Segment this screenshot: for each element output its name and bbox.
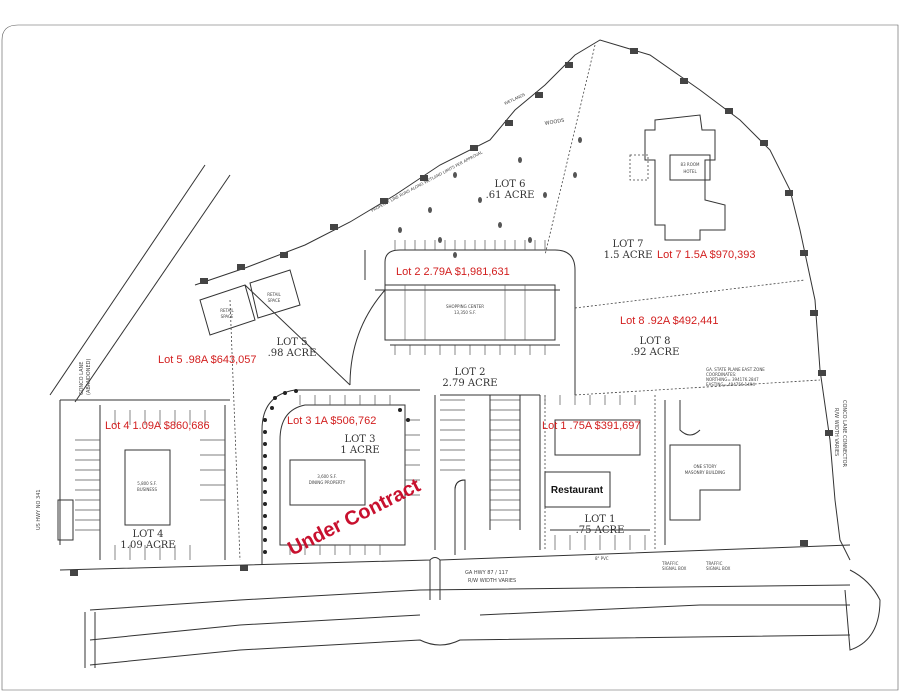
traffic-signal-b-label-2: SIGNAL BOX <box>706 566 731 571</box>
lot1-site: Restaurant <box>544 395 650 550</box>
masonry-building: ONE STORY MASONRY BUILDING <box>664 400 741 545</box>
lot5-acre: .98 ACRE <box>268 348 317 359</box>
lot1-price-label: Lot 1 .75A $391,697 <box>542 420 640 432</box>
hotel-building: 83 ROOM HOTEL <box>629 114 726 241</box>
traffic-signal-label-2: SIGNAL BOX <box>662 566 687 571</box>
tree-symbols <box>70 48 833 576</box>
lot4-price-label: Lot 4 1.09A $860,686 <box>105 420 210 432</box>
traffic-signal-b-label-1: TRAFFIC <box>705 561 723 566</box>
lot3-acre: 1 ACRE <box>340 445 379 456</box>
lot4-site: 5,800 S.F. BUSINESS <box>57 405 226 560</box>
retail-buildings: RETAIL SPACE RETAIL SPACE <box>199 269 351 386</box>
woods-label: WOODS <box>544 118 565 127</box>
masonry-label-2: MASONRY BUILDING <box>685 470 726 475</box>
pvc-label: 8" PVC <box>595 556 609 561</box>
conco-lane-label: CONCO LANE <box>79 362 85 395</box>
lot1-label: LOT 1 <box>584 514 615 525</box>
shopping-label-1: SHOPPING CENTER <box>446 304 484 309</box>
lot4-acre: 1.09 ACRE <box>120 540 175 551</box>
rw-width-label: R/W WIDTH VARIES <box>468 578 516 584</box>
trees-lot6 <box>398 137 582 258</box>
retail2-label-2: SPACE <box>268 298 281 303</box>
state-plane-1: GA. STATE PLANE EAST ZONE <box>706 367 765 372</box>
lot5-price-label: Lot 5 .98A $643,057 <box>158 354 256 366</box>
connector-rw-label: R/W WIDTH VARIES <box>833 408 839 456</box>
highway <box>59 479 881 668</box>
lot3-bldg-label-1: 3,600 S.F. <box>317 474 337 479</box>
lot5-label: LOT 5 <box>276 337 307 348</box>
lot6-acre: .61 ACRE <box>486 190 535 201</box>
state-plane-4: EASTING= 494756.1494 <box>706 382 755 387</box>
lot3-landscape-dots <box>263 389 410 554</box>
traffic-signal-label-1: TRAFFIC <box>661 561 679 566</box>
hotel-label-1: 83 ROOM <box>681 162 700 167</box>
lot2-acre: 2.79 ACRE <box>442 378 497 389</box>
restaurant-label: Restaurant <box>551 485 604 496</box>
state-plane-2: COORDINATES: <box>706 372 736 377</box>
lot7-label: LOT 7 <box>612 239 643 250</box>
lot6-label: LOT 6 <box>494 179 525 190</box>
lot3-price-label: Lot 3 1A $506,762 <box>287 415 376 427</box>
lot4-label: LOT 4 <box>132 529 163 540</box>
lot8-price-label: Lot 8 .92A $492,441 <box>620 315 718 327</box>
lot4-bldg-label-2: BUSINESS <box>137 487 157 492</box>
conco-lane-abandoned-label: (ABANDONED) <box>86 359 92 395</box>
retail1-label-2: SPACE <box>221 314 234 319</box>
property-boundary <box>59 39 851 561</box>
hotel-label-2: HOTEL <box>683 169 697 174</box>
lot2-label: LOT 2 <box>454 367 485 378</box>
retail1-label-1: RETAIL <box>220 308 234 313</box>
property-line-note: PROPERTY LINE RUNS ALONG WETLAND LIMITS … <box>370 149 484 213</box>
masonry-label-1: ONE STORY <box>693 464 717 469</box>
lot4-bldg-label-1: 5,800 S.F. <box>137 481 157 486</box>
sheet-border <box>1 24 899 691</box>
state-plane-3: NORTHING= 394176.2847 <box>706 377 759 382</box>
central-parking <box>434 394 541 550</box>
retail2-label-1: RETAIL <box>267 292 281 297</box>
shopping-center: SHOPPING CENTER 13,350 S.F. <box>349 240 576 395</box>
lot3-bldg-label-2: DINING PROPERTY <box>309 480 346 485</box>
conco-lane-abandoned <box>49 164 231 403</box>
lot3-label: LOT 3 <box>344 434 375 445</box>
lot8-label: LOT 8 <box>639 336 670 347</box>
lot2-price-label: Lot 2 2.79A $1,981,631 <box>396 266 510 278</box>
lot7-price-label: Lot 7 1.5A $970,393 <box>657 249 755 261</box>
us-hwy-label: US HWY NO 341 <box>36 489 42 530</box>
connector-label: CONCO LANE CONNECTOR <box>841 400 847 468</box>
lot7-acre: 1.5 ACRE <box>604 250 653 261</box>
under-contract-label: Under Contract <box>284 474 424 560</box>
lot8-acre: .92 ACRE <box>631 347 680 358</box>
ga-hwy-label: GA HWY 87 / 117 <box>465 570 508 576</box>
lot1-acre: .75 ACRE <box>576 525 625 536</box>
shopping-label-2: 13,350 S.F. <box>454 310 476 315</box>
